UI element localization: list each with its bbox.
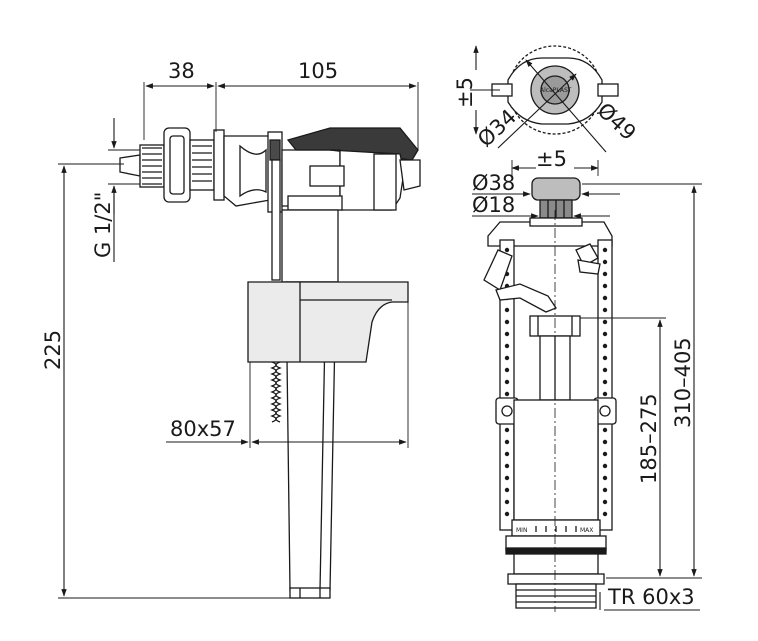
- scale-max-label: MAX: [580, 527, 593, 534]
- float-cup: [247, 281, 409, 363]
- base-thread: [505, 535, 607, 609]
- valve-body-tube: [281, 209, 339, 599]
- dim-225-label: 225: [41, 330, 65, 370]
- right-view-dimensions: ±5 Ø38 Ø18 185–275 310–405 TR 60x3: [472, 147, 702, 611]
- dim-offset-button-label: ±5: [536, 147, 567, 171]
- dim-34-label: Ø34: [473, 105, 521, 152]
- dim-310-405-label: 310–405: [671, 337, 695, 428]
- dim-tr-thread-label: TR 60x3: [607, 585, 695, 609]
- dim-18-dia-label: Ø18: [472, 193, 515, 217]
- lever-mechanism: [483, 243, 601, 313]
- push-button: [531, 177, 581, 219]
- flush-valve-side-view: MIN MAX: [483, 177, 617, 612]
- dim-38-label: 38: [168, 59, 195, 83]
- dim-float-size-label: 80x57: [170, 417, 236, 441]
- fill-valve-side-view: [119, 127, 421, 599]
- left-rail: [499, 239, 515, 531]
- left-view-dimensions: 38 105 G 1/2" 225 80x57: [41, 59, 419, 599]
- flush-valve-top-view: AlcaPLAST: [491, 45, 619, 135]
- height-scale: MIN MAX: [511, 519, 601, 537]
- dim-38-dia-label: Ø38: [472, 171, 515, 195]
- brand-mark: AlcaPLAST: [540, 87, 572, 94]
- scale-min-label: MIN: [516, 527, 527, 534]
- threaded-inlet: [119, 127, 225, 203]
- dim-g-thread-label: G 1/2": [91, 192, 115, 258]
- right-rail: [597, 239, 613, 531]
- dim-offset-top-label: ±5: [453, 77, 477, 108]
- valve-head: [223, 127, 421, 213]
- dim-105-label: 105: [298, 59, 338, 83]
- dim-185-275-label: 185–275: [637, 393, 661, 484]
